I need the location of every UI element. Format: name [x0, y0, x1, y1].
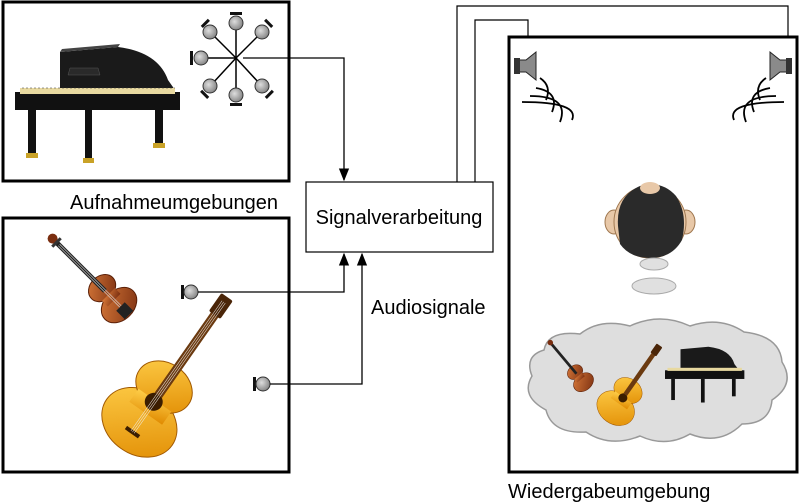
- violin-icon: [47, 233, 138, 324]
- microphone-array-icon: [190, 12, 274, 106]
- loudspeaker-left-icon: [514, 50, 574, 123]
- phantom-violin-icon: [547, 339, 594, 392]
- playback-env-label: Wiedergabeumgebung: [508, 481, 710, 503]
- signal-processing-box: [305, 181, 494, 253]
- audio-signals-label: Audiosignale: [371, 297, 486, 319]
- violin-microphone-icon: [181, 284, 199, 300]
- signal-processing-label: Signalverarbeitung: [316, 207, 483, 229]
- listener-head-icon: [604, 182, 696, 259]
- phantom-instruments-cloud: [527, 318, 788, 443]
- grand-piano-icon: [15, 44, 180, 163]
- phantom-guitar-icon: [596, 343, 663, 426]
- listener-shadow-1: [639, 257, 669, 271]
- guitar-mic-connection: [270, 252, 368, 385]
- acoustic-guitar-icon: [101, 293, 233, 458]
- guitar-microphone-icon: [253, 376, 271, 392]
- recording-env-label: Aufnahmeumgebungen: [70, 192, 278, 214]
- phantom-piano-icon: [665, 346, 745, 403]
- speaker-left-connection: [456, 5, 789, 182]
- mic-array-connection: [243, 57, 350, 182]
- loudspeaker-right-icon: [732, 50, 792, 123]
- violin-mic-connection: [198, 252, 350, 293]
- listener-shadow-2: [631, 277, 677, 295]
